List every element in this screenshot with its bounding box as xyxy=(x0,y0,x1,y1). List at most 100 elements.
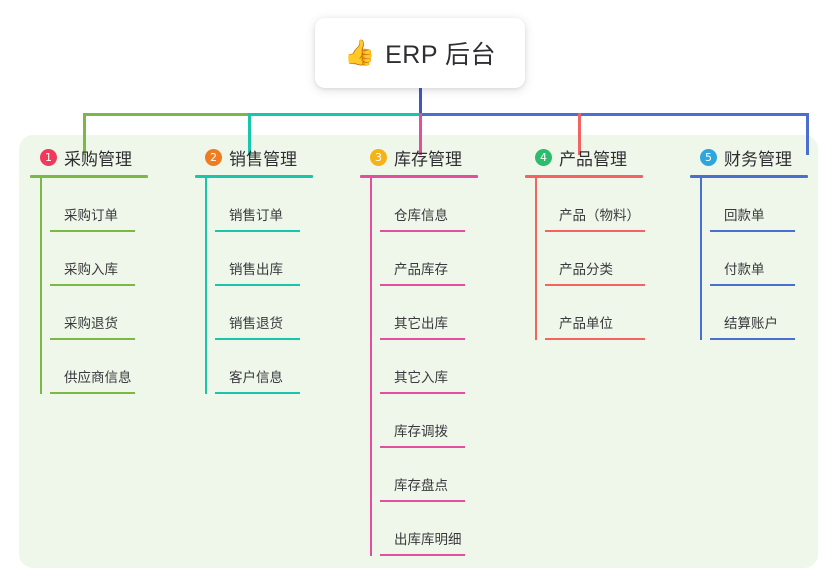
branch-badge-4: 4 xyxy=(535,148,552,166)
branch-header-2[interactable]: 2 销售管理 xyxy=(195,145,345,169)
leaf-label: 仓库信息 xyxy=(394,208,448,223)
branch-title-3: 库存管理 xyxy=(394,149,462,169)
leaf-label: 结算账户 xyxy=(724,316,778,331)
leaf-label: 产品（物料） xyxy=(559,208,640,223)
leaf-item[interactable]: 产品库存 xyxy=(370,232,510,286)
leaf-item[interactable]: 库存调拨 xyxy=(370,394,510,448)
leaf-underline xyxy=(380,230,465,232)
leaf-item[interactable]: 结算账户 xyxy=(700,286,820,340)
leaf-label: 供应商信息 xyxy=(64,370,132,385)
drop-line-3 xyxy=(419,113,422,155)
branch-spine-1 xyxy=(40,178,42,394)
leaf-label: 销售订单 xyxy=(229,208,283,223)
branch-spine-4 xyxy=(535,178,537,340)
leaf-label: 采购退货 xyxy=(64,316,118,331)
leaf-item[interactable]: 供应商信息 xyxy=(40,340,180,394)
leaf-item[interactable]: 回款单 xyxy=(700,178,820,232)
leaf-underline xyxy=(380,446,465,448)
branch-title-1: 采购管理 xyxy=(64,149,132,169)
leaf-label: 销售出库 xyxy=(229,262,283,277)
leaf-item[interactable]: 付款单 xyxy=(700,232,820,286)
leaf-list-3: 仓库信息产品库存其它出库其它入库库存调拨库存盘点出库库明细 xyxy=(360,178,510,556)
branch-badge-5: 5 xyxy=(700,148,717,166)
branch-column-4: 4 产品管理产品（物料） 产品分类产品单位 xyxy=(525,145,675,340)
leaf-list-1: 采购订单采购入库采购退货供应商信息 xyxy=(30,178,180,394)
leaf-label: 产品分类 xyxy=(559,262,613,277)
bus-segment-3 xyxy=(419,113,809,116)
branch-background-panel xyxy=(19,135,818,568)
leaf-item[interactable]: 其它入库 xyxy=(370,340,510,394)
branch-title-2: 销售管理 xyxy=(229,149,297,169)
leaf-item[interactable]: 其它出库 xyxy=(370,286,510,340)
leaf-label: 付款单 xyxy=(724,262,765,277)
branch-underline-2 xyxy=(195,175,313,178)
branch-underline-4 xyxy=(525,175,643,178)
leaf-underline xyxy=(50,230,135,232)
leaf-item[interactable]: 采购入库 xyxy=(40,232,180,286)
leaf-underline xyxy=(545,230,645,232)
branch-column-3: 3 库存管理仓库信息产品库存其它出库其它入库库存调拨库存盘点出库库明细 xyxy=(360,145,510,556)
leaf-underline xyxy=(545,284,645,286)
thumbs-up-icon: 👍 xyxy=(343,38,376,67)
leaf-label: 库存盘点 xyxy=(394,478,448,493)
leaf-underline xyxy=(50,338,135,340)
leaf-item[interactable]: 出库库明细 xyxy=(370,502,510,556)
leaf-label: 回款单 xyxy=(724,208,765,223)
leaf-underline xyxy=(380,338,465,340)
branch-badge-3: 3 xyxy=(370,148,387,166)
leaf-item[interactable]: 产品分类 xyxy=(535,232,675,286)
leaf-underline xyxy=(710,230,795,232)
branch-column-2: 2 销售管理销售订单销售出库销售退货客户信息 xyxy=(195,145,345,394)
leaf-item[interactable]: 销售出库 xyxy=(205,232,345,286)
leaf-item[interactable]: 产品（物料） xyxy=(535,178,675,232)
leaf-label: 产品库存 xyxy=(394,262,448,277)
leaf-item[interactable]: 产品单位 xyxy=(535,286,675,340)
root-node-title: ERP 后台 xyxy=(385,41,497,69)
leaf-underline xyxy=(710,284,795,286)
leaf-underline xyxy=(50,392,135,394)
drop-line-1 xyxy=(83,113,86,155)
branch-header-3[interactable]: 3 库存管理 xyxy=(360,145,510,169)
leaf-label: 客户信息 xyxy=(229,370,283,385)
branch-badge-2: 2 xyxy=(205,148,222,166)
branch-header-1[interactable]: 1 采购管理 xyxy=(30,145,180,169)
root-node[interactable]: 👍 ERP 后台 xyxy=(315,18,525,88)
leaf-item[interactable]: 客户信息 xyxy=(205,340,345,394)
drop-line-5 xyxy=(806,113,809,155)
leaf-underline xyxy=(380,554,465,556)
branch-title-4: 产品管理 xyxy=(559,149,627,169)
branch-underline-1 xyxy=(30,175,148,178)
branch-underline-5 xyxy=(690,175,808,178)
branch-header-5[interactable]: 5 财务管理 xyxy=(690,145,820,169)
leaf-item[interactable]: 销售退货 xyxy=(205,286,345,340)
leaf-list-4: 产品（物料） 产品分类产品单位 xyxy=(525,178,675,340)
root-stem-line xyxy=(419,88,422,115)
branch-spine-5 xyxy=(700,178,702,340)
leaf-label: 产品单位 xyxy=(559,316,613,331)
branch-header-4[interactable]: 4 产品管理 xyxy=(525,145,675,169)
branch-title-5: 财务管理 xyxy=(724,149,792,169)
branch-column-5: 5 财务管理回款单付款单结算账户 xyxy=(690,145,820,340)
leaf-label: 其它出库 xyxy=(394,316,448,331)
branch-spine-2 xyxy=(205,178,207,394)
leaf-label: 采购入库 xyxy=(64,262,118,277)
leaf-underline xyxy=(380,284,465,286)
leaf-item[interactable]: 采购订单 xyxy=(40,178,180,232)
leaf-item[interactable]: 仓库信息 xyxy=(370,178,510,232)
leaf-underline xyxy=(545,338,645,340)
leaf-item[interactable]: 销售订单 xyxy=(205,178,345,232)
leaf-item[interactable]: 库存盘点 xyxy=(370,448,510,502)
leaf-label: 其它入库 xyxy=(394,370,448,385)
leaf-underline xyxy=(215,338,300,340)
bus-segment-2 xyxy=(248,113,421,116)
leaf-underline xyxy=(380,392,465,394)
leaf-label: 出库库明细 xyxy=(394,532,462,547)
leaf-underline xyxy=(380,500,465,502)
drop-line-4 xyxy=(578,113,581,155)
leaf-underline xyxy=(215,392,300,394)
branch-badge-1: 1 xyxy=(40,148,57,166)
leaf-item[interactable]: 采购退货 xyxy=(40,286,180,340)
branch-column-1: 1 采购管理采购订单采购入库采购退货供应商信息 xyxy=(30,145,180,394)
leaf-underline xyxy=(50,284,135,286)
